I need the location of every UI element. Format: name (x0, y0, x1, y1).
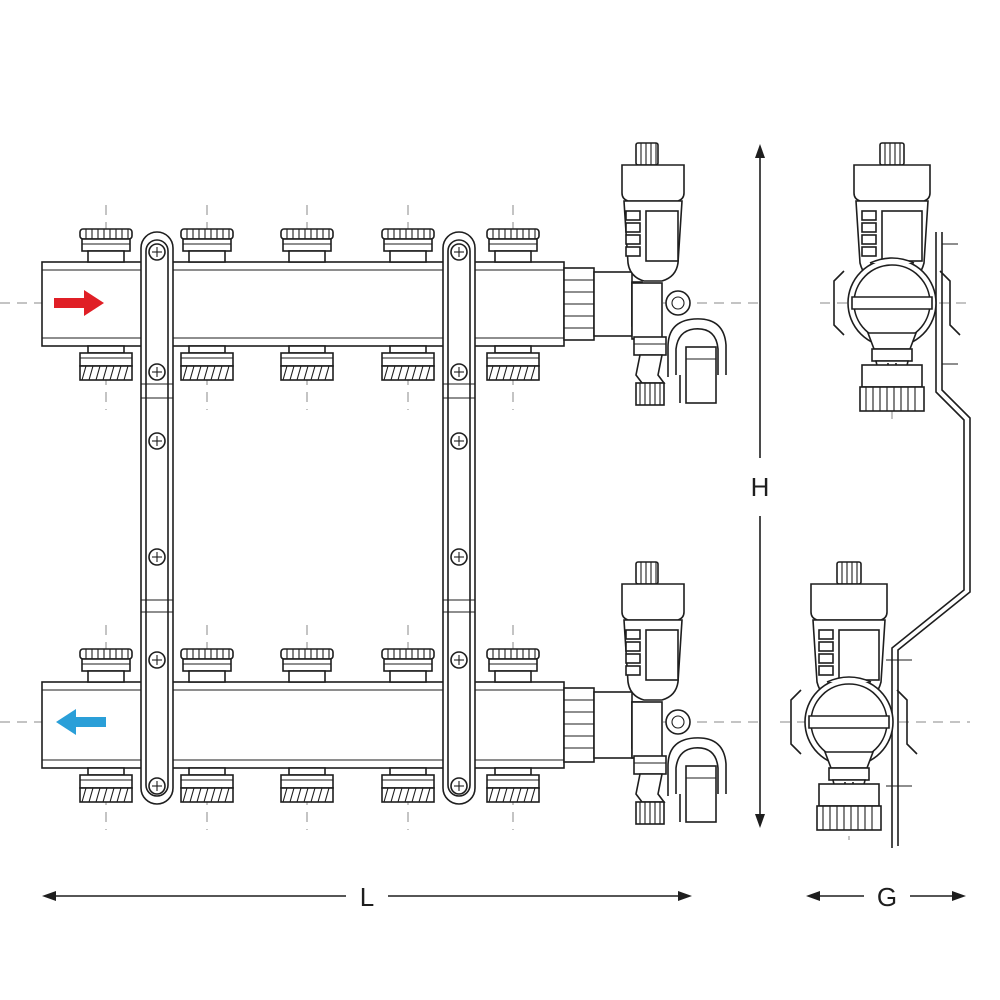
bracket-left (140, 231, 174, 805)
return-manifold (41, 648, 643, 803)
return-flow-arrow (56, 709, 106, 735)
return-end-valve (621, 561, 727, 825)
supply-manifold (41, 228, 643, 381)
supply-flow-arrow (54, 290, 104, 316)
dimension-length: L (42, 882, 692, 912)
dimension-depth: G (806, 882, 966, 912)
front-view (0, 142, 760, 830)
supply-end-valve (621, 142, 727, 406)
side-upper-valve (833, 142, 961, 412)
dimension-height: H (751, 144, 770, 828)
bracket-right (442, 231, 476, 805)
height-label: H (751, 472, 770, 502)
side-view (780, 142, 971, 848)
depth-label: G (877, 882, 897, 912)
wall-bracket (891, 232, 965, 848)
length-label: L (360, 882, 374, 912)
